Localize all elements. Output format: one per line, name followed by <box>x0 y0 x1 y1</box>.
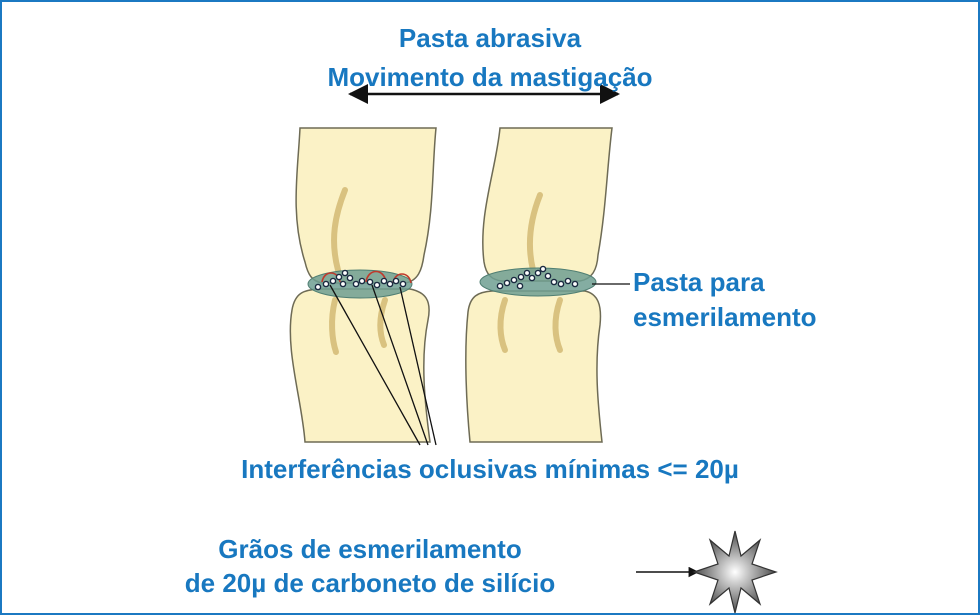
left-upper-tooth <box>295 127 437 284</box>
paste-callout-line-2: esmerilamento <box>633 302 817 332</box>
right-lower-tooth <box>465 290 603 443</box>
carbide-grain-icon <box>692 530 778 614</box>
right-paste-band <box>479 267 597 297</box>
grains-label-line-2: de 20µ de carboneto de silício <box>184 568 556 598</box>
title-line-2: Movimento da mastigação <box>327 62 653 92</box>
left-upper-root-canal <box>331 187 348 273</box>
grains-label-line-1: Grãos de esmerilamento <box>218 534 522 564</box>
right-tooth-pair <box>465 127 630 443</box>
paste-callout-line-1: Pasta para <box>633 267 765 297</box>
interference-label: Interferências oclusivas mínimas <= 20µ <box>241 454 739 484</box>
title-line-1: Pasta abrasiva <box>398 23 582 53</box>
left-tooth-pair <box>289 127 437 446</box>
left-lower-tooth <box>289 288 431 443</box>
left-lower-root-canal <box>329 297 339 355</box>
right-upper-tooth <box>482 127 613 282</box>
